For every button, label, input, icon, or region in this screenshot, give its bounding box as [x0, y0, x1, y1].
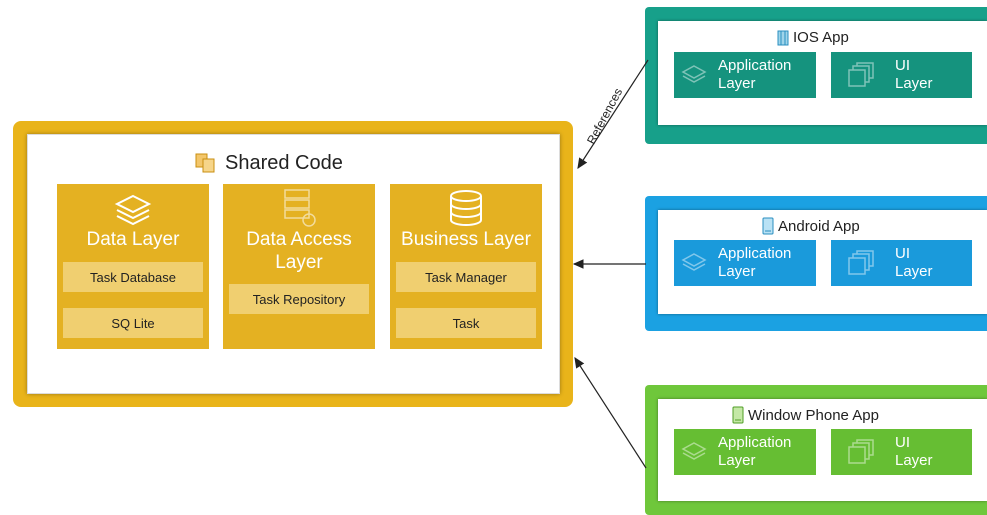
layers-icon [674, 252, 714, 274]
layer-line1: UI [895, 245, 910, 262]
layer-line2: Layer [718, 75, 756, 92]
chip-task-manager: Task Manager [396, 262, 536, 292]
business-layer-column: Business Layer Task Manager Task [390, 184, 542, 349]
window-phone-app-title: Window Phone App [732, 406, 879, 424]
windows-icon [831, 439, 891, 465]
phone-icon [732, 406, 744, 424]
layer-line2: Layer [895, 75, 933, 92]
server-icon [284, 189, 316, 227]
layers-icon [674, 64, 714, 86]
chip-task: Task [396, 308, 536, 338]
layer-line1: Application [718, 245, 792, 262]
data-access-layer-title: Data Access Layer [246, 229, 352, 273]
building-icon [777, 30, 789, 45]
android-app-title: Android App [762, 217, 860, 235]
phone-icon [762, 217, 774, 235]
layer-line2: Layer [718, 263, 756, 280]
layers-icon [674, 441, 714, 463]
ios-reference-arrow [577, 59, 649, 170]
chip-sq-lite: SQ Lite [63, 308, 203, 338]
layer-line2: Layer [895, 263, 933, 280]
layer-line1: UI [895, 434, 910, 451]
data-access-layer-column: Data Access Layer Task Repository [223, 184, 375, 349]
business-layer-title: Business Layer [401, 229, 531, 250]
window-phone-app-label: Window Phone App [748, 406, 879, 424]
layer-line2: Layer [895, 452, 933, 469]
layer-line1: Application [718, 57, 792, 74]
windows-icon [831, 250, 891, 276]
data-layer-title: Data Layer [86, 229, 180, 250]
layer-line2: Layer [718, 452, 756, 469]
shared-code-icon [195, 153, 215, 173]
windows-icon [831, 62, 891, 88]
ios-app-label: IOS App [793, 29, 849, 46]
android-app-label: Android App [778, 217, 860, 235]
ios-app-title: IOS App [777, 29, 849, 46]
layer-line1: UI [895, 57, 910, 74]
window-phone-reference-arrow [574, 356, 647, 469]
layers-icon [114, 194, 152, 226]
shared-code-label: Shared Code [225, 151, 343, 174]
layer-line1: Application [718, 434, 792, 451]
data-layer-column: Data Layer Task Database SQ Lite [57, 184, 209, 349]
stack-icon [450, 190, 482, 226]
chip-task-database: Task Database [63, 262, 203, 292]
shared-code-title: Shared Code [195, 150, 343, 176]
chip-task-repository: Task Repository [229, 284, 369, 314]
